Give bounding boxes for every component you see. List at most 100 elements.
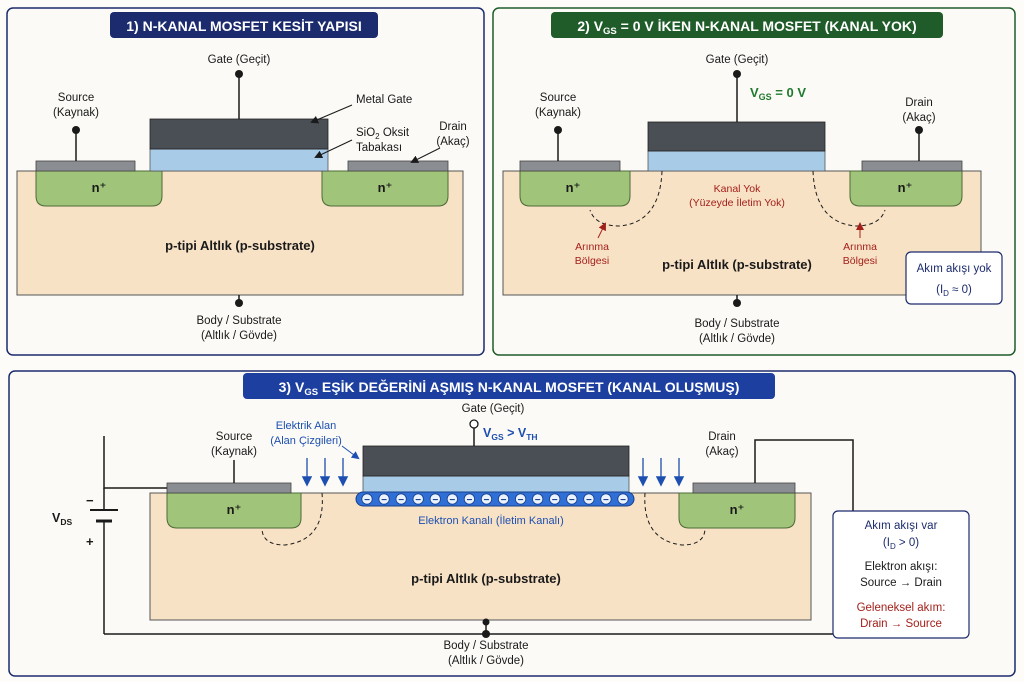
panel-2-no-channel-label: Kanal Yok: [714, 183, 761, 195]
panel-2-drain-depletion-sublabel: Bölgesi: [843, 255, 877, 267]
electron-icon: [566, 493, 578, 505]
panel-3-drain-sublabel: (Akaç): [705, 446, 738, 458]
electron-sign: −: [569, 495, 575, 506]
panel-2-source-depletion-label: Arınma: [575, 241, 609, 253]
electron-sign: −: [535, 495, 541, 506]
panel-3-current-value: (ID > 0): [883, 537, 919, 551]
electron-icon: [617, 493, 629, 505]
panel-3-vds-label: VDS: [52, 511, 72, 527]
panel-1-metal-gate-label: Metal Gate: [356, 94, 412, 106]
panel-2-gate-label: Gate (Geçit): [706, 54, 769, 66]
panel-3-source-label: Source: [216, 431, 252, 443]
panel-3-body-sublabel: (Altlık / Gövde): [448, 655, 524, 667]
panel-1-oxide-sublabel: Tabakası: [356, 142, 402, 154]
panel-2-title: 2) VGS = 0 V İKEN N-KANAL MOSFET (KANAL …: [577, 18, 916, 37]
panel-2-drain-n-label: n⁺: [898, 180, 913, 195]
electron-icon: [463, 493, 475, 505]
panel-3-efield-label: Elektrik Alan: [276, 420, 337, 432]
panel-1-metal-gate-pointer: [310, 104, 353, 124]
electron-sign: −: [415, 495, 421, 506]
panel-2-body-sublabel: (Altlık / Gövde): [699, 333, 775, 345]
panel-3-source-depletion-boundary: [261, 492, 323, 546]
panel-1-drain-label: Drain: [439, 121, 466, 133]
panel-3-oxide-layer: [362, 475, 630, 494]
panel-2-body-label: Body / Substrate: [694, 318, 779, 330]
panel-2-gate-terminal: [733, 70, 741, 78]
panel-3-header: [243, 373, 775, 399]
panel-2-current-value: (ID ≈ 0): [936, 284, 972, 298]
panel-2-source-label: Source: [540, 92, 576, 104]
panel-2-drain-depletion-label: Arınma: [843, 241, 877, 253]
panel-3-metal-gate: [362, 445, 630, 477]
panel-1: 1) N-KANAL MOSFET KESİT YAPISI n⁺ n⁺ p-t…: [6, 7, 485, 356]
panel-1-source-contact: [35, 160, 136, 172]
panel-2-source-depletion-pointer: [597, 222, 606, 239]
panel-1-metal-gate: [149, 118, 329, 150]
panel-3-body-contact-dot: [482, 618, 490, 626]
panel-3-body-terminal: [482, 630, 490, 638]
panel-1-source-n-label: n⁺: [92, 180, 107, 195]
panel-2-metal-gate: [647, 121, 826, 152]
panel-2-substrate-label: p-tipi Altlık (p-substrate): [662, 257, 812, 272]
electron-sign: −: [552, 495, 558, 506]
panel-3-source-n-label: n⁺: [227, 502, 242, 517]
electron-sign: −: [586, 495, 592, 506]
electron-icon: [361, 493, 373, 505]
electron-icon: [429, 493, 441, 505]
panel-2-drain-terminal: [915, 126, 923, 134]
panel-2-vgs-label: VGS = 0 V: [750, 85, 806, 102]
panel-1-gate-terminal: [235, 70, 243, 78]
panel-1-drain-pointer: [410, 147, 441, 163]
electron-sign: −: [398, 495, 404, 506]
panel-3-source-n-region: [166, 492, 302, 529]
panel-1-drain-n-region: [321, 170, 449, 207]
panel-3-vgs-label: VGS > VTH: [483, 426, 538, 442]
panel-3-electron-channel: [355, 491, 635, 507]
panel-3-body-label: Body / Substrate: [443, 640, 528, 652]
panel-2-current-box: [905, 251, 1003, 305]
panel-2-drain-label: Drain: [905, 97, 932, 109]
panel-1-title: 1) N-KANAL MOSFET KESİT YAPISI: [126, 18, 361, 34]
electron-icon: [395, 493, 407, 505]
panel-2-drain-depletion-boundary: [812, 170, 886, 227]
electron-sign: −: [603, 495, 609, 506]
panel-1-source-label: Source: [58, 92, 94, 104]
electron-icon: [412, 493, 424, 505]
panel-3-electron-flow-value: Source → Drain: [860, 577, 942, 589]
panel-2-body-terminal: [733, 299, 741, 307]
panel-2-oxide-layer: [647, 150, 826, 172]
electron-icon: [514, 493, 527, 505]
panel-3-drain-n-label: n⁺: [730, 502, 745, 517]
panel-3-source-contact: [166, 482, 292, 494]
panel-1-substrate-label: p-tipi Altlık (p-substrate): [165, 238, 315, 253]
panel-2-current-label: Akım akışı yok: [917, 263, 992, 275]
electron-sign: −: [484, 495, 490, 506]
panel-1-source-sublabel: (Kaynak): [53, 107, 99, 119]
panel-2-source-n-region: [519, 170, 631, 207]
panel-2-source-terminal: [554, 126, 562, 134]
panel-3-electron-row: −−−−−−−−−−−−−−−−: [361, 493, 629, 506]
panel-3-drain-n-region: [678, 492, 796, 529]
panel-3-field-lines-right: [637, 458, 685, 487]
electron-icon: [446, 493, 458, 505]
panel-3-substrate-label: p-tipi Altlık (p-substrate): [411, 571, 561, 586]
panel-1-header: [110, 12, 378, 38]
panel-3-battery-minus: −: [86, 493, 94, 508]
panel-3-current-box: [832, 510, 970, 639]
panel-1-source-n-region: [35, 170, 163, 207]
panel-3-gate-terminal: [469, 419, 479, 429]
panel-2-drain-contact: [861, 160, 963, 172]
panel-2-source-sublabel: (Kaynak): [535, 107, 581, 119]
panel-1-body-label: Body / Substrate: [196, 315, 281, 327]
panel-1-gate-label: Gate (Geçit): [208, 54, 271, 66]
panel-3-drain-depletion-boundary: [644, 492, 706, 546]
panel-1-drain-sublabel: (Akaç): [436, 136, 469, 148]
panel-3-gate-label: Gate (Geçit): [462, 403, 525, 415]
panel-2-source-contact: [519, 160, 621, 172]
panel-1-drain-n-label: n⁺: [378, 180, 393, 195]
panel-2-drain-n-region: [849, 170, 963, 207]
panel-3-battery-plus: +: [86, 534, 94, 549]
panel-3-electron-flow-label: Elektron akışı:: [865, 561, 938, 573]
panel-3-drain-return-wire: [104, 439, 854, 635]
